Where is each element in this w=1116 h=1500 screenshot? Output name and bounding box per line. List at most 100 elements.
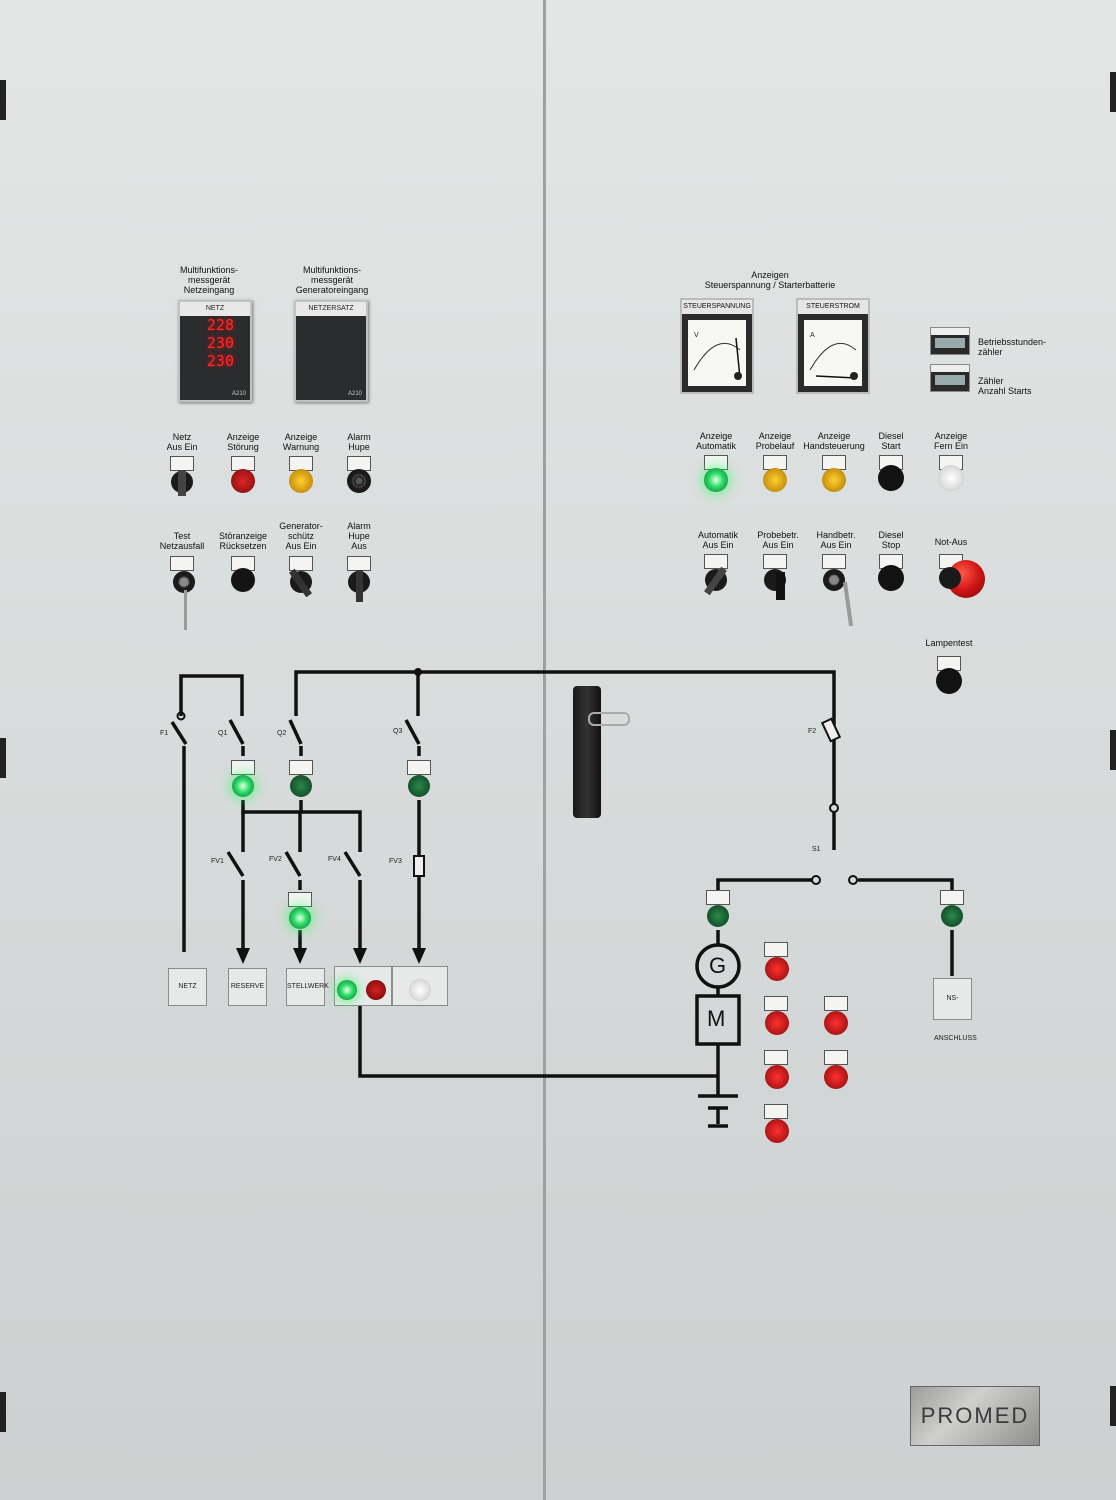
label-diesel-stop: Diesel Stop xyxy=(878,530,904,550)
meter-netzersatz: NETZERSATZ A210 xyxy=(294,300,368,402)
indicator-q2 xyxy=(290,775,312,797)
tag xyxy=(170,556,194,571)
gauge-steuerstrom-label: STEUERSTROM xyxy=(798,300,868,314)
tag xyxy=(764,942,788,957)
switch-label-q3: Q3 xyxy=(393,728,403,735)
output-box-netz: NETZ xyxy=(168,968,207,1006)
meter-netz-label: NETZ xyxy=(180,302,250,316)
fault-indicator xyxy=(824,1065,848,1089)
output-label: STELLWERK xyxy=(287,983,329,990)
tag xyxy=(407,760,431,775)
label-stoeranzeige-ruecksetzen: Störanzeige Rücksetzen xyxy=(218,531,268,551)
meter-caption-generator: Multifunktions- messgerät Generatoreinga… xyxy=(295,265,369,295)
diesel-stop-button[interactable] xyxy=(878,565,904,591)
label-anzeige-warnung: Anzeige Warnung xyxy=(282,432,320,452)
brand-plate: PROMED xyxy=(910,1386,1040,1446)
motor-label: M xyxy=(707,1006,726,1031)
gauge-needle-icon xyxy=(809,342,858,380)
fault-indicator xyxy=(765,1065,789,1089)
fault-indicator xyxy=(824,1011,848,1035)
gauge-face xyxy=(804,320,862,386)
indicator-rectifier-green xyxy=(337,980,357,1000)
label-diesel-start: Diesel Start xyxy=(878,431,904,451)
gauge-unit: V xyxy=(694,332,699,339)
meter-netz-reading-2: 230 xyxy=(206,334,234,352)
door-handle[interactable] xyxy=(573,686,601,818)
tag xyxy=(170,456,194,471)
tag xyxy=(704,554,728,569)
label-lampentest: Lampentest xyxy=(925,638,973,648)
tag xyxy=(764,996,788,1011)
gauge-face xyxy=(688,320,746,386)
switch-label-fv3: FV3 xyxy=(389,858,402,865)
test-netzausfall-key-switch[interactable] xyxy=(173,571,195,593)
indicator-q1 xyxy=(232,775,254,797)
door-gap xyxy=(543,0,546,1500)
emergency-stop-base xyxy=(939,567,961,589)
meter-netzersatz-label: NETZERSATZ xyxy=(296,302,366,316)
label-test-netzausfall: Test Netzausfall xyxy=(159,531,205,551)
switch-label-fv1: FV1 xyxy=(211,858,224,865)
label-handbetr-aus-ein: Handbetr. Aus Ein xyxy=(816,530,856,550)
output-label: NETZ xyxy=(178,983,197,990)
lamp-test-button[interactable] xyxy=(936,668,962,694)
output-label: RESERVE xyxy=(230,983,265,990)
label-anzeige-automatik: Anzeige Automatik xyxy=(695,431,737,451)
label-alarm-hupe-aus: Alarm Hupe Aus xyxy=(347,521,371,551)
label-anzeige-probelauf: Anzeige Probelauf xyxy=(755,431,795,451)
fault-indicator xyxy=(765,1011,789,1035)
diesel-start-button[interactable] xyxy=(878,465,904,491)
hinge xyxy=(1110,1386,1116,1426)
tag xyxy=(940,890,964,905)
switch-label-f2: F2 xyxy=(808,728,817,735)
meter-netz: NETZ 228 230 230 A210 xyxy=(178,300,252,402)
label-anzeige-handsteuerung: Anzeige Handsteuerung xyxy=(803,431,865,451)
gauge-steuerstrom: STEUERSTROM A xyxy=(796,298,870,394)
handbetr-key-switch[interactable] xyxy=(823,569,845,591)
switch-label-fv2: FV2 xyxy=(269,856,282,863)
switch-label-s1: S1 xyxy=(812,846,821,853)
right-door xyxy=(546,0,1116,1500)
tag xyxy=(764,1050,788,1065)
tag xyxy=(231,760,255,775)
label-anzeige-fern-ein: Anzeige Fern Ein xyxy=(933,431,969,451)
label-generatorschuetz: Generator- schütz Aus Ein xyxy=(279,521,323,551)
hour-counter xyxy=(930,327,970,355)
indicator-probelauf xyxy=(763,468,787,492)
tag xyxy=(824,996,848,1011)
tag xyxy=(763,554,787,569)
meter-netz-model: A210 xyxy=(231,391,246,397)
selector-handle xyxy=(178,470,186,496)
alarm-horn-icon xyxy=(347,469,371,493)
reset-button[interactable] xyxy=(231,568,255,592)
tag xyxy=(288,892,312,907)
indicator-q3 xyxy=(408,775,430,797)
label-netz-aus-ein: Netz Aus Ein xyxy=(166,432,198,452)
selector-handle xyxy=(776,572,785,600)
fault-indicator xyxy=(765,957,789,981)
tag xyxy=(764,1104,788,1119)
indicator-fern-ein xyxy=(938,465,964,491)
switch-label-q2: Q2 xyxy=(277,730,287,737)
tag xyxy=(824,1050,848,1065)
left-door xyxy=(0,0,544,1500)
label-probebetr-aus-ein: Probebetr. Aus Ein xyxy=(757,530,799,550)
gauge-unit: A xyxy=(810,332,815,339)
hinge xyxy=(1110,72,1116,112)
output-label: NS-ANSCHLUSS xyxy=(934,995,977,1042)
meter-netz-reading-3: 230 xyxy=(206,352,234,370)
gauge-steuerspannung-label: STEUERSPANNUNG xyxy=(682,300,752,314)
hinge xyxy=(0,1392,6,1432)
gauge-needle-icon xyxy=(693,337,742,380)
label-automatik-aus-ein: Automatik Aus Ein xyxy=(697,530,739,550)
gauges-header: Anzeigen Steuerspannung / Starterbatteri… xyxy=(704,270,836,290)
key-icon xyxy=(184,590,187,630)
selector-handle xyxy=(356,570,363,602)
indicator-generator xyxy=(707,905,729,927)
switch-label-f1: F1 xyxy=(160,730,169,737)
meter-netzersatz-model: A210 xyxy=(347,391,362,397)
hinge xyxy=(0,80,6,120)
meter-netzersatz-reading-3 xyxy=(296,352,366,370)
hinge xyxy=(1110,730,1116,770)
hinge xyxy=(0,738,6,778)
